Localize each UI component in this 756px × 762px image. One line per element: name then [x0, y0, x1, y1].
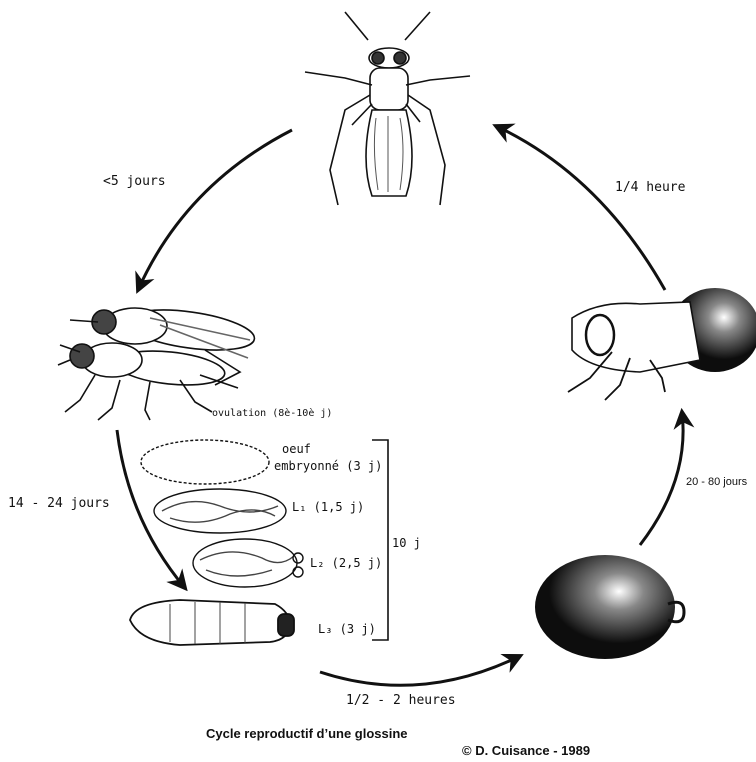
label-pupa-to-emergence: 20 - 80 jours	[686, 476, 747, 488]
arrow-larva-to-pupa	[320, 656, 520, 685]
caption-credit: © D. Cuisance - 1989	[462, 743, 590, 758]
arrow-adult-to-mating	[138, 130, 292, 290]
puparium-drawing	[535, 555, 684, 659]
arrow-emergence-to-adult	[496, 126, 665, 290]
mating-pair-drawing	[58, 303, 257, 420]
emerging-fly-drawing	[568, 288, 756, 400]
label-total-duration: 10 j	[392, 536, 421, 550]
label-egg-line2: embryonné (3 j)	[274, 459, 382, 473]
label-emergence-to-adult: 1/4 heure	[615, 180, 685, 195]
larva-l1-shape	[154, 489, 286, 533]
adult-fly-drawing	[305, 12, 470, 205]
label-egg-line1: oeuf	[282, 442, 311, 456]
label-l2: L₂ (2,5 j)	[310, 556, 382, 570]
label-l3: L₃ (3 j)	[318, 622, 376, 636]
label-ovulation: ovulation (8è-10è j)	[212, 408, 332, 419]
label-mating-to-larva: 14 - 24 jours	[8, 496, 110, 511]
label-larva-to-pupa: 1/2 - 2 heures	[346, 693, 456, 708]
label-l1: L₁ (1,5 j)	[292, 500, 364, 514]
label-adult-to-mating: <5 jours	[103, 174, 166, 189]
arrow-pupa-to-emergence	[640, 412, 683, 545]
caption-title: Cycle reproductif d’une glossine	[206, 726, 408, 741]
larva-l3-drawing	[130, 600, 294, 645]
larva-l2-shape	[193, 539, 297, 587]
egg-embryonated-shape	[141, 440, 269, 484]
